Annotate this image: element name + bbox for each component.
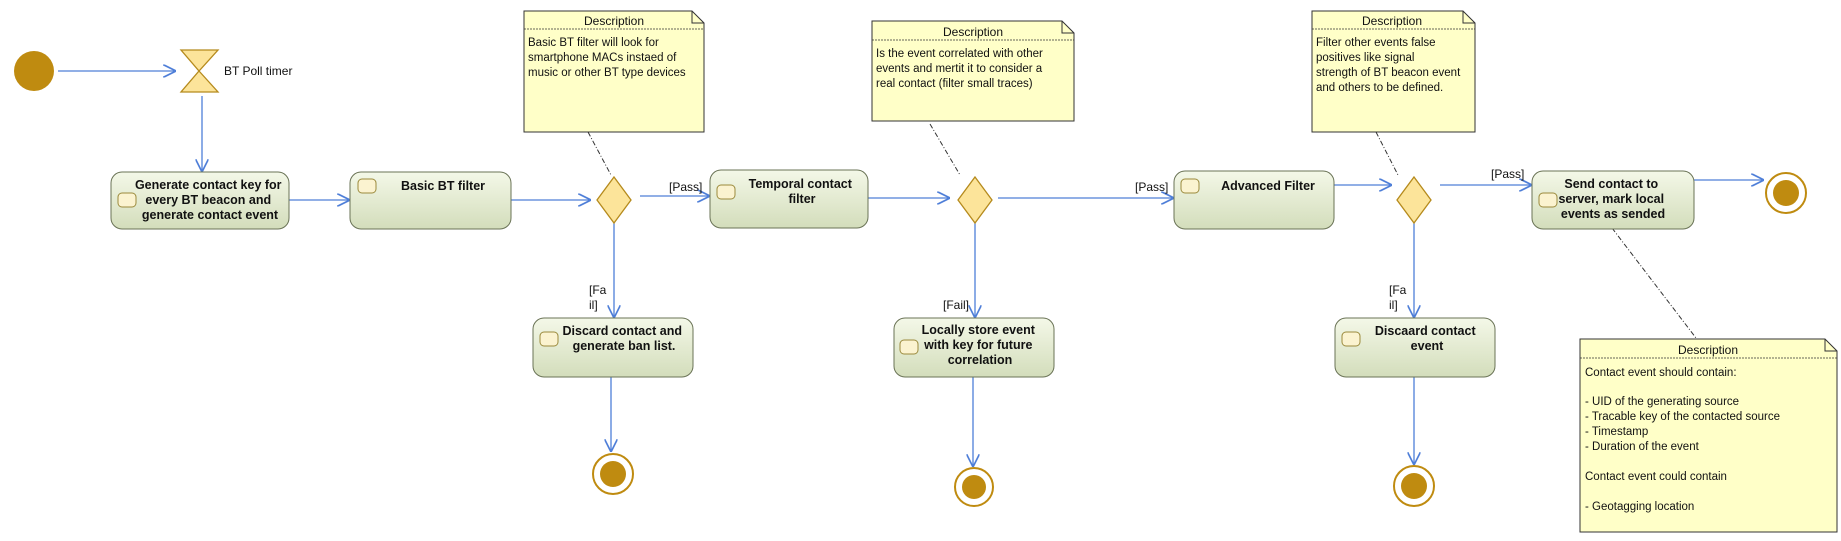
action-discaard[interactable]: Discaard contact event bbox=[1334, 317, 1496, 378]
action-label: Locally store event with key for future … bbox=[922, 323, 1039, 367]
note-anchor-1 bbox=[587, 131, 612, 176]
action-label: Send contact to server, mark local event… bbox=[1558, 177, 1667, 221]
note-basic-filter[interactable]: Description Basic BT filter will look fo… bbox=[523, 10, 705, 133]
note-fold-icon bbox=[1462, 11, 1475, 24]
note-anchor-2 bbox=[929, 123, 961, 176]
guard-fail-2: [Fail] bbox=[943, 298, 969, 312]
timer-label: BT Poll timer bbox=[224, 64, 292, 78]
note-title: Description bbox=[1362, 14, 1422, 28]
note-title: Description bbox=[584, 14, 644, 28]
note-title: Description bbox=[943, 25, 1003, 39]
action-generate[interactable]: Generate contact key for every BT beacon… bbox=[110, 171, 290, 230]
decision-node-1[interactable] bbox=[596, 175, 632, 225]
initial-node[interactable] bbox=[14, 51, 54, 91]
action-temporal-filter[interactable]: Temporal contact filter bbox=[709, 169, 869, 229]
guard-fail-1: [Fa il] bbox=[589, 283, 610, 312]
action-icon bbox=[117, 192, 137, 208]
action-icon bbox=[1180, 178, 1200, 194]
action-icon bbox=[357, 178, 377, 194]
guard-pass-3: [Pass] bbox=[1491, 167, 1524, 181]
note-anchor-3 bbox=[1375, 131, 1399, 176]
guard-pass-1: [Pass] bbox=[669, 180, 702, 194]
note-temporal-filter[interactable]: Description Is the event correlated with… bbox=[871, 20, 1075, 122]
note-fold-icon bbox=[1061, 21, 1074, 34]
decision-node-3[interactable] bbox=[1396, 175, 1432, 225]
action-label: Temporal contact filter bbox=[749, 177, 856, 206]
guard-pass-2: [Pass] bbox=[1135, 180, 1168, 194]
note-title: Description bbox=[1678, 343, 1738, 357]
note-text: Filter other events false positives like… bbox=[1316, 37, 1463, 94]
final-node-2[interactable] bbox=[954, 467, 994, 507]
action-label: Basic BT filter bbox=[401, 179, 485, 193]
final-node-1[interactable] bbox=[592, 453, 634, 495]
note-text: Basic BT filter will look for smartphone… bbox=[528, 37, 686, 79]
action-advanced-filter[interactable]: Advanced Filter bbox=[1173, 170, 1335, 230]
action-label: Advanced Filter bbox=[1221, 179, 1315, 193]
action-label: Discard contact and generate ban list. bbox=[563, 324, 686, 353]
action-icon bbox=[539, 331, 559, 347]
action-icon bbox=[1341, 331, 1361, 347]
action-icon bbox=[899, 339, 919, 355]
action-basic-filter[interactable]: Basic BT filter bbox=[349, 171, 512, 230]
note-advanced-filter[interactable]: Description Filter other events false po… bbox=[1311, 10, 1476, 133]
note-fold-icon bbox=[691, 11, 704, 24]
flow-edges bbox=[58, 71, 1764, 467]
action-icon bbox=[1538, 192, 1558, 208]
action-label: Discaard contact event bbox=[1375, 324, 1479, 353]
action-send-contact[interactable]: Send contact to server, mark local event… bbox=[1531, 170, 1695, 230]
note-anchor-4 bbox=[1611, 227, 1697, 339]
action-icon bbox=[716, 184, 736, 200]
action-store-event[interactable]: Locally store event with key for future … bbox=[893, 317, 1055, 378]
timer-node[interactable] bbox=[179, 49, 220, 93]
note-contact-event[interactable]: Description Contact event should contain… bbox=[1579, 338, 1838, 533]
decision-node-2[interactable] bbox=[957, 175, 993, 225]
note-anchors bbox=[587, 123, 1697, 339]
note-fold-icon bbox=[1824, 339, 1837, 352]
final-node-4[interactable] bbox=[1765, 172, 1807, 214]
action-discard[interactable]: Discard contact and generate ban list. bbox=[532, 317, 694, 378]
note-text: Contact event should contain: - UID of t… bbox=[1585, 367, 1783, 513]
hourglass-bottom-icon bbox=[179, 70, 220, 93]
hourglass-top-icon bbox=[179, 49, 220, 72]
final-node-3[interactable] bbox=[1393, 465, 1435, 507]
guard-fail-3: [Fa il] bbox=[1389, 283, 1410, 312]
action-label: Generate contact key for every BT beacon… bbox=[135, 178, 285, 222]
note-text: Is the event correlated with other event… bbox=[876, 48, 1046, 90]
